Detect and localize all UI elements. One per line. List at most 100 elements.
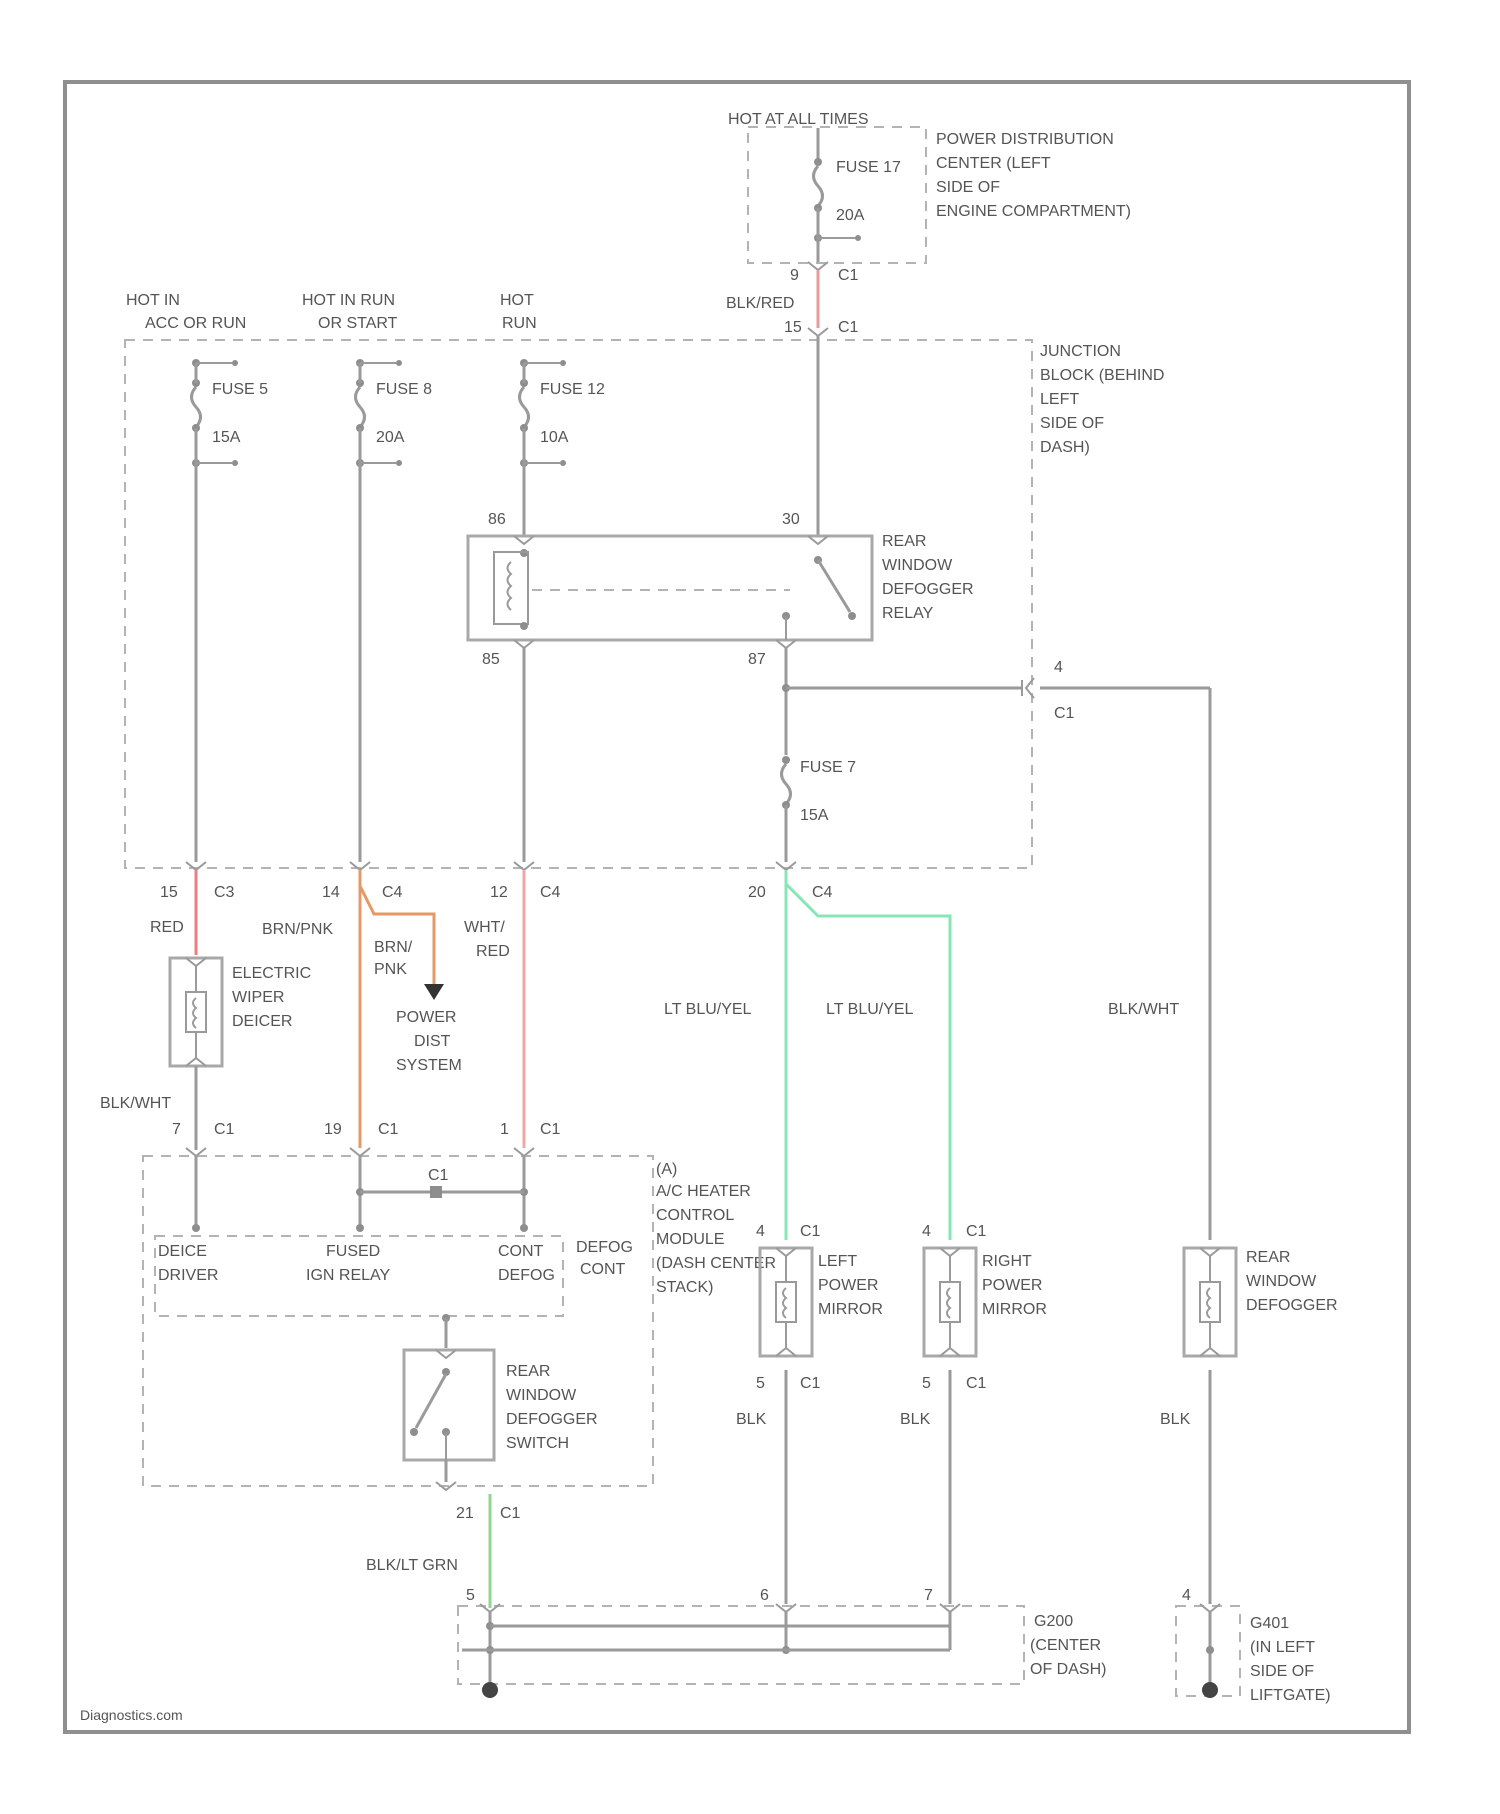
module-line-1: A/C HEATER <box>656 1183 751 1200</box>
pin-deice-line-2: DRIVER <box>158 1267 218 1284</box>
fuse-17-label: FUSE 17 <box>836 159 901 176</box>
deicer-line-2: WIPER <box>232 989 284 1006</box>
fuse-5-amps: 15A <box>212 429 241 446</box>
fuse-8-symbol <box>356 359 403 467</box>
g200-pin-5: 5 <box>466 1587 475 1604</box>
switch-out-conn: C1 <box>500 1505 521 1522</box>
wire-red-label: RED <box>150 919 184 936</box>
rear-defogger-line-1: REAR <box>1246 1249 1290 1266</box>
connector-c1-jb-top <box>808 328 828 336</box>
right-mirror-ground: BLK <box>900 1411 931 1428</box>
fuse-7-amps: 15A <box>800 807 829 824</box>
left-power-mirror: 4 C1 LEFT POWER MIRROR 5 C1 BLK <box>736 1223 883 1604</box>
fuse-5-symbol <box>192 359 239 467</box>
jb-location-line-4: SIDE OF <box>1040 415 1104 432</box>
out-d-pin: 20 <box>748 884 766 901</box>
fuse-12-amps: 10A <box>540 429 569 446</box>
deicer-line-3: DEICER <box>232 1013 292 1030</box>
out-c-pin: 12 <box>490 884 508 901</box>
module-location-tag: (A) <box>656 1161 677 1178</box>
right-mirror-line-3: MIRROR <box>982 1301 1047 1318</box>
left-mirror-line-1: LEFT <box>818 1253 857 1270</box>
pdc-location-line-3: SIDE OF <box>936 179 1000 196</box>
relay-line-3: DEFOGGER <box>882 581 974 598</box>
pdc-location-line-2: CENTER (LEFT <box>936 155 1051 172</box>
jb-out-conn-c1: C1 <box>1054 705 1075 722</box>
mirror-wire-label-right: LT BLU/YEL <box>826 1001 914 1018</box>
g401-pin-4: 4 <box>1182 1587 1191 1604</box>
ground-g200: 5 6 7 G200 (CENTER OF DASH) <box>458 1587 1106 1698</box>
out-b-pin: 14 <box>322 884 340 901</box>
power-distribution-center: HOT AT ALL TIMES FUSE 17 20A POWER DISTR… <box>726 111 1131 336</box>
pin-cont-line-2: DEFOG <box>498 1267 555 1284</box>
left-mirror-line-2: POWER <box>818 1277 878 1294</box>
module-conn-3: C1 <box>540 1121 561 1138</box>
hot-run-start-label-2: OR START <box>318 315 398 332</box>
power-distribution-location: POWER DISTRIBUTION CENTER (LEFT SIDE OF … <box>936 131 1131 220</box>
wire-wht-red-line-1: WHT/ <box>464 919 505 936</box>
left-mirror-pin-in: 4 <box>756 1223 765 1240</box>
fuse-17-amps: 20A <box>836 207 865 224</box>
relay-label: REAR WINDOW DEFOGGER RELAY <box>882 533 974 622</box>
pin-defog-line-1: DEFOG <box>576 1239 633 1256</box>
pdc-conn-c1: C1 <box>838 267 859 284</box>
out-d-conn: C4 <box>812 884 833 901</box>
hot-at-all-times-label: HOT AT ALL TIMES <box>728 111 869 128</box>
rear-defogger-line-2: WINDOW <box>1246 1273 1317 1290</box>
fuse-5-label: FUSE 5 <box>212 381 268 398</box>
ground-g401: 4 G401 (IN LEFT SIDE OF LIFTGATE) <box>1176 1587 1331 1704</box>
right-mirror-conn-in: C1 <box>966 1223 987 1240</box>
fuse-8-amps: 20A <box>376 429 405 446</box>
electric-wiper-deicer <box>170 958 222 1066</box>
module-line-3: MODULE <box>656 1231 724 1248</box>
module-line-4: (DASH CENTER <box>656 1255 776 1272</box>
module-line-5: STACK) <box>656 1279 713 1296</box>
pdc-location-line-1: POWER DISTRIBUTION <box>936 131 1114 148</box>
left-mirror-line-3: MIRROR <box>818 1301 883 1318</box>
g200-boundary <box>458 1606 1024 1684</box>
module-jumper-label: C1 <box>428 1167 449 1184</box>
g401-line-4: LIFTGATE) <box>1250 1687 1331 1704</box>
pdc-location-line-4: ENGINE COMPARTMENT) <box>936 203 1131 220</box>
pin-deice-line-1: DEICE <box>158 1243 207 1260</box>
hot-run-label-1: HOT <box>500 292 534 309</box>
junction-block-boundary <box>125 340 1032 868</box>
wire-blk-lt-grn-label: BLK/LT GRN <box>366 1557 458 1574</box>
g401-line-2: (IN LEFT <box>1250 1639 1315 1656</box>
wire-wht-red-line-2: RED <box>476 943 510 960</box>
g200-pin-6: 6 <box>760 1587 769 1604</box>
hot-acc-run-label-1: HOT IN <box>126 292 180 309</box>
fuse-12-label: FUSE 12 <box>540 381 605 398</box>
junction-block-location: JUNCTION BLOCK (BEHIND LEFT SIDE OF DASH… <box>1040 343 1164 456</box>
branch-wire-line-1: BRN/ <box>374 939 413 956</box>
right-mirror-pin-in: 4 <box>922 1223 931 1240</box>
right-mirror-conn-out: C1 <box>966 1375 987 1392</box>
pin-fused-line-1: FUSED <box>326 1243 380 1260</box>
rear-defogger-ground: BLK <box>1160 1411 1191 1428</box>
g200-pin-7: 7 <box>924 1587 933 1604</box>
right-mirror-pin-out: 5 <box>922 1375 931 1392</box>
diagram-frame <box>65 82 1409 1732</box>
switch-line-1: REAR <box>506 1363 550 1380</box>
hot-run-label-2: RUN <box>502 315 537 332</box>
switch-line-2: WINDOW <box>506 1387 577 1404</box>
deicer-ground-wire: BLK/WHT <box>100 1095 171 1112</box>
wire-blk-red-label: BLK/RED <box>726 295 794 312</box>
out-b-conn: C4 <box>382 884 403 901</box>
g200-line-3: OF DASH) <box>1030 1661 1106 1678</box>
pin-defog-line-2: CONT <box>580 1261 626 1278</box>
jb-location-line-5: DASH) <box>1040 439 1090 456</box>
module-pin-2: 19 <box>324 1121 342 1138</box>
wire-lt-blu-yel <box>786 870 950 1240</box>
left-mirror-conn-out: C1 <box>800 1375 821 1392</box>
fuse-7-label: FUSE 7 <box>800 759 856 776</box>
module-line-2: CONTROL <box>656 1207 734 1224</box>
g200-line-1: G200 <box>1034 1613 1073 1630</box>
rear-defogger-wire-label: BLK/WHT <box>1108 1001 1179 1018</box>
wire-brn-pnk-label: BRN/PNK <box>262 921 333 938</box>
mirror-wire-label-left: LT BLU/YEL <box>664 1001 752 1018</box>
jb-pin-15-top: 15 <box>784 319 802 336</box>
right-mirror-line-1: RIGHT <box>982 1253 1032 1270</box>
out-c-conn: C4 <box>540 884 561 901</box>
